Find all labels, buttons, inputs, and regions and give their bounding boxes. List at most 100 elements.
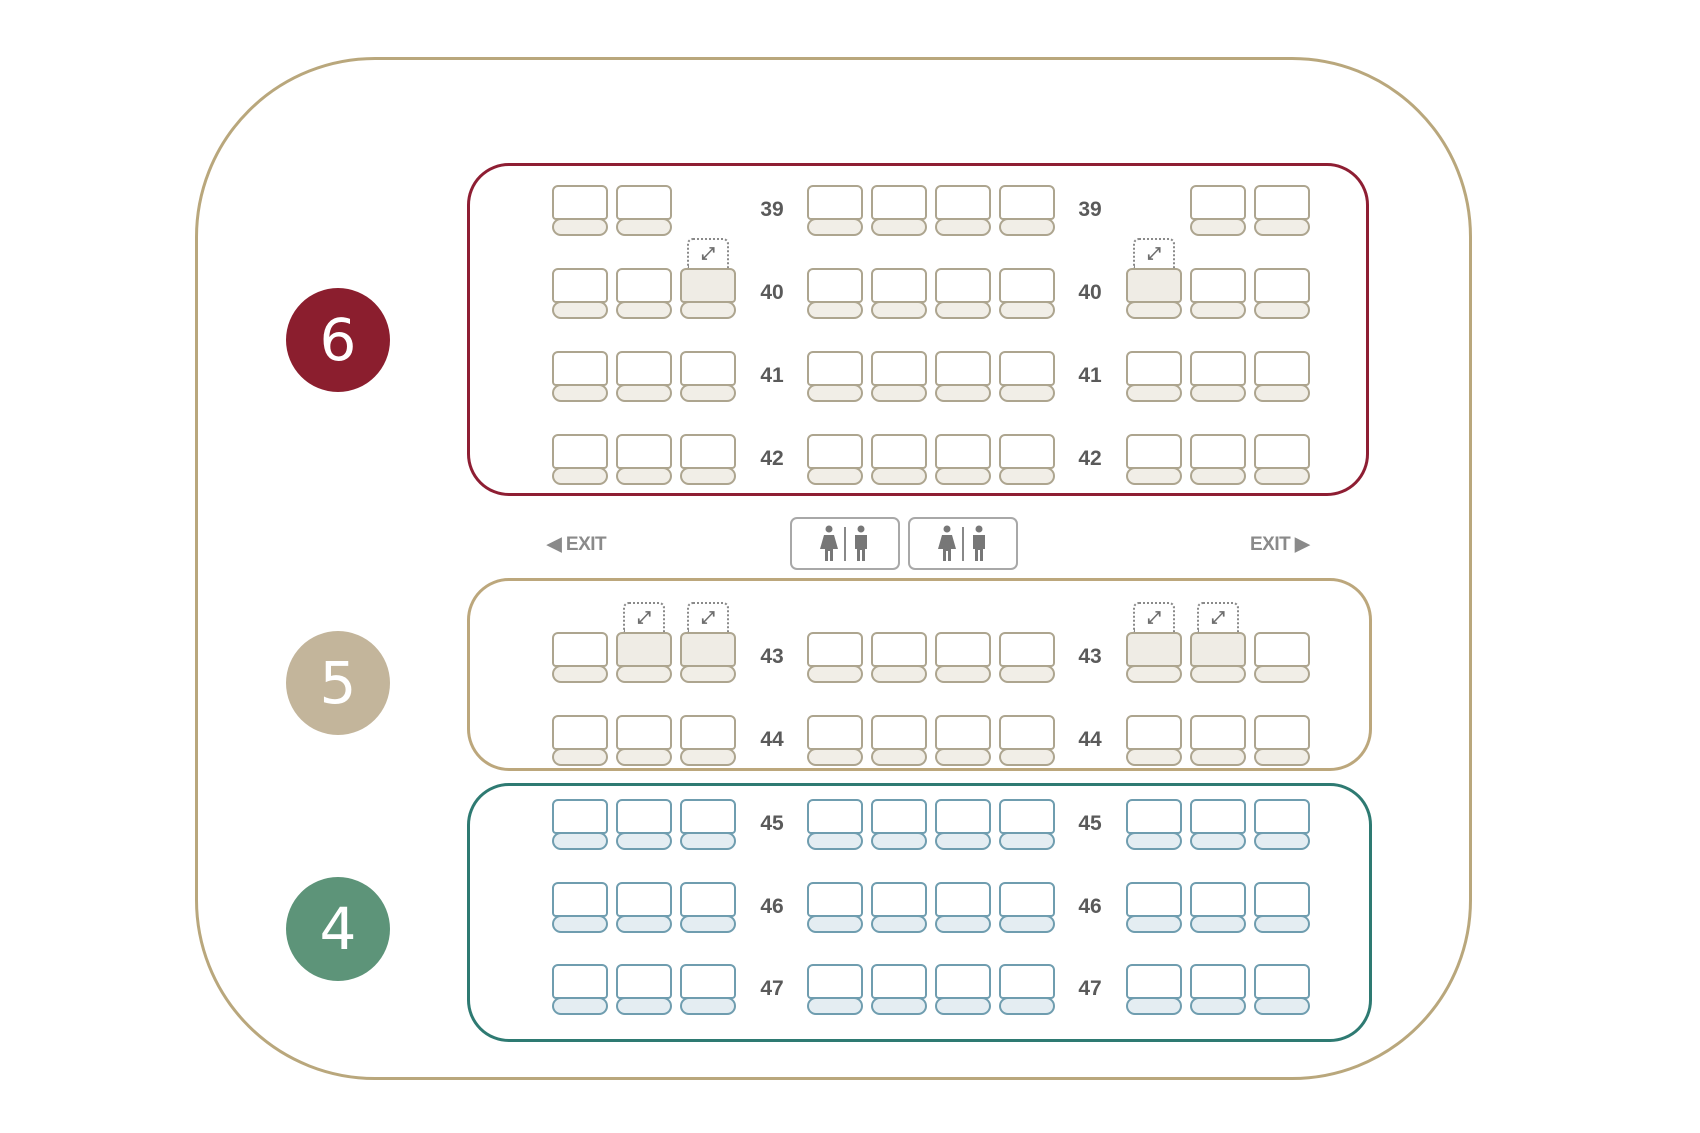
seat-40-center-3[interactable] <box>935 268 991 319</box>
seat-45-center-3[interactable] <box>935 799 991 850</box>
seat-42-right-3[interactable] <box>1254 434 1310 485</box>
seat-47-left-3[interactable] <box>680 964 736 1015</box>
seat-45-left-3[interactable] <box>680 799 736 850</box>
seat-43-right-1[interactable] <box>1126 632 1182 683</box>
seat-40-center-2[interactable] <box>871 268 927 319</box>
seat-42-center-4[interactable] <box>999 434 1055 485</box>
seat-39-center-2[interactable] <box>871 185 927 236</box>
seat-41-right-2[interactable] <box>1190 351 1246 402</box>
seat-back <box>1190 185 1246 220</box>
seat-40-center-1[interactable] <box>807 268 863 319</box>
seat-47-center-1[interactable] <box>807 964 863 1015</box>
seat-41-left-2[interactable] <box>616 351 672 402</box>
seat-46-center-2[interactable] <box>871 882 927 933</box>
seat-42-center-3[interactable] <box>935 434 991 485</box>
seat-back <box>552 882 608 917</box>
seat-40-right-3[interactable] <box>1254 268 1310 319</box>
seat-46-left-3[interactable] <box>680 882 736 933</box>
seat-42-left-2[interactable] <box>616 434 672 485</box>
seat-47-right-2[interactable] <box>1190 964 1246 1015</box>
seat-45-right-1[interactable] <box>1126 799 1182 850</box>
seat-44-center-1[interactable] <box>807 715 863 766</box>
seat-back <box>680 715 736 750</box>
seat-back <box>999 882 1055 917</box>
seat-39-center-4[interactable] <box>999 185 1055 236</box>
seat-45-left-2[interactable] <box>616 799 672 850</box>
seat-40-left-3[interactable] <box>680 268 736 319</box>
seat-back <box>935 882 991 917</box>
seat-44-right-2[interactable] <box>1190 715 1246 766</box>
seat-43-left-1[interactable] <box>552 632 608 683</box>
seat-44-right-3[interactable] <box>1254 715 1310 766</box>
seat-39-right-3[interactable] <box>1254 185 1310 236</box>
seat-47-right-1[interactable] <box>1126 964 1182 1015</box>
seat-46-right-1[interactable] <box>1126 882 1182 933</box>
seat-cushion <box>616 384 672 402</box>
lavatory-1[interactable] <box>790 517 900 570</box>
seat-46-center-4[interactable] <box>999 882 1055 933</box>
seat-42-right-2[interactable] <box>1190 434 1246 485</box>
seat-46-center-3[interactable] <box>935 882 991 933</box>
seat-40-right-1[interactable] <box>1126 268 1182 319</box>
seat-47-center-4[interactable] <box>999 964 1055 1015</box>
seat-41-left-3[interactable] <box>680 351 736 402</box>
seat-43-center-1[interactable] <box>807 632 863 683</box>
seat-44-center-2[interactable] <box>871 715 927 766</box>
seat-41-center-2[interactable] <box>871 351 927 402</box>
seat-42-left-3[interactable] <box>680 434 736 485</box>
seat-40-right-2[interactable] <box>1190 268 1246 319</box>
seat-42-center-2[interactable] <box>871 434 927 485</box>
lavatory-2[interactable] <box>908 517 1018 570</box>
seat-43-center-3[interactable] <box>935 632 991 683</box>
seat-43-left-3[interactable] <box>680 632 736 683</box>
seat-43-right-3[interactable] <box>1254 632 1310 683</box>
seat-44-right-1[interactable] <box>1126 715 1182 766</box>
seat-44-left-2[interactable] <box>616 715 672 766</box>
seat-39-right-2[interactable] <box>1190 185 1246 236</box>
seat-46-center-1[interactable] <box>807 882 863 933</box>
seat-44-left-3[interactable] <box>680 715 736 766</box>
seat-40-left-1[interactable] <box>552 268 608 319</box>
seat-44-center-4[interactable] <box>999 715 1055 766</box>
seat-46-right-2[interactable] <box>1190 882 1246 933</box>
seat-47-left-1[interactable] <box>552 964 608 1015</box>
seat-42-left-1[interactable] <box>552 434 608 485</box>
seat-46-right-3[interactable] <box>1254 882 1310 933</box>
seat-43-left-2[interactable] <box>616 632 672 683</box>
seat-46-left-1[interactable] <box>552 882 608 933</box>
seat-47-right-3[interactable] <box>1254 964 1310 1015</box>
seat-45-right-2[interactable] <box>1190 799 1246 850</box>
seat-43-center-2[interactable] <box>871 632 927 683</box>
seat-45-left-1[interactable] <box>552 799 608 850</box>
seat-42-right-1[interactable] <box>1126 434 1182 485</box>
seat-45-center-4[interactable] <box>999 799 1055 850</box>
seat-41-right-3[interactable] <box>1254 351 1310 402</box>
seat-43-right-2[interactable] <box>1190 632 1246 683</box>
seat-39-left-1[interactable] <box>552 185 608 236</box>
seat-39-center-1[interactable] <box>807 185 863 236</box>
seat-39-left-2[interactable] <box>616 185 672 236</box>
seat-cushion <box>999 384 1055 402</box>
seat-42-center-1[interactable] <box>807 434 863 485</box>
seat-47-left-2[interactable] <box>616 964 672 1015</box>
seat-45-center-1[interactable] <box>807 799 863 850</box>
seat-47-center-3[interactable] <box>935 964 991 1015</box>
seat-44-left-1[interactable] <box>552 715 608 766</box>
seat-41-left-1[interactable] <box>552 351 608 402</box>
seat-40-left-2[interactable] <box>616 268 672 319</box>
seat-cushion <box>999 748 1055 766</box>
seat-45-center-2[interactable] <box>871 799 927 850</box>
seat-41-right-1[interactable] <box>1126 351 1182 402</box>
seat-43-center-4[interactable] <box>999 632 1055 683</box>
seat-39-center-3[interactable] <box>935 185 991 236</box>
seat-41-center-3[interactable] <box>935 351 991 402</box>
seat-45-right-3[interactable] <box>1254 799 1310 850</box>
expand-diagonal-icon: ⤢ <box>1133 602 1175 632</box>
seat-40-center-4[interactable] <box>999 268 1055 319</box>
seat-44-center-3[interactable] <box>935 715 991 766</box>
seat-41-center-4[interactable] <box>999 351 1055 402</box>
seat-cushion <box>616 915 672 933</box>
seat-47-center-2[interactable] <box>871 964 927 1015</box>
seat-41-center-1[interactable] <box>807 351 863 402</box>
seat-46-left-2[interactable] <box>616 882 672 933</box>
